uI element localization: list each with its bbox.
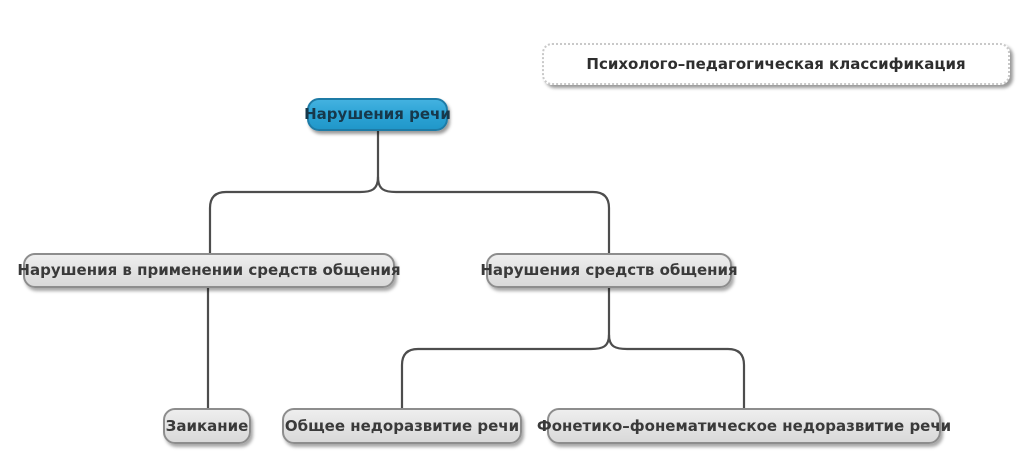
connector-root-to-left-branch <box>208 175 380 255</box>
node-speech-disorders[interactable]: Нарушения речи <box>304 98 451 131</box>
node-speech-disorders-label: Нарушения речи <box>304 105 451 124</box>
node-general-speech-underdevelopment[interactable]: Общее недоразвитие речи <box>282 408 522 444</box>
node-phonetic-phonemic-underdevelopment[interactable]: Фонетико–фонематическое недоразвитие реч… <box>537 408 951 444</box>
node-disorders-of-communication-means[interactable]: Нарушения средств общения <box>480 253 738 288</box>
node-stuttering-label: Заикание <box>165 416 249 435</box>
classification-title-label: Психолого–педагогическая классификация <box>586 54 966 73</box>
classification-title-node[interactable]: Психолого–педагогическая классификация <box>542 43 1010 85</box>
node-disorders-in-use-label: Нарушения в применении средств общения <box>17 261 401 280</box>
node-general-underdevelopment-label: Общее недоразвитие речи <box>284 416 520 435</box>
connector-right-branch-to-general <box>400 333 611 410</box>
node-stuttering[interactable]: Заикание <box>163 408 251 444</box>
node-disorders-in-use-of-communication-means[interactable]: Нарушения в применении средств общения <box>17 253 401 288</box>
node-phonetic-phonemic-label: Фонетико–фонематическое недоразвитие реч… <box>536 416 952 435</box>
connector-right-branch-to-phonetic <box>607 333 746 410</box>
node-disorders-of-means-label: Нарушения средств общения <box>480 261 738 280</box>
connector-root-to-right-branch <box>376 175 611 255</box>
